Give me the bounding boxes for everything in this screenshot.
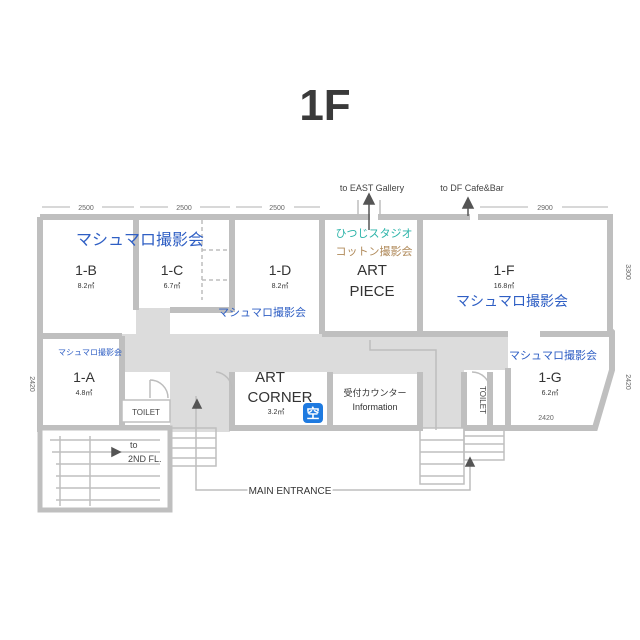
room-1c-area: 6.7㎡ [164, 282, 181, 290]
room-1c-name: 1-C [161, 262, 184, 278]
art-corner-line2: CORNER [247, 389, 312, 406]
room-1b-area: 8.2㎡ [78, 282, 95, 290]
stairs-entrance [169, 427, 217, 467]
dimension-label: 2420 [538, 415, 554, 422]
to-2nd-floor-line1: to [130, 440, 138, 450]
vacant-badge-text: 空 [306, 406, 319, 421]
overlay-label-g: マシュマロ撮影会 [509, 348, 597, 362]
reception-label-jp: 受付カウンター [343, 387, 406, 398]
room-1f-area: 16.8㎡ [494, 282, 515, 290]
room-1a-name: 1-A [73, 369, 95, 385]
to-df-cafe-label: to DF Cafe&Bar [440, 183, 504, 193]
overlay-label-d: マシュマロ撮影会 [218, 305, 306, 319]
overlay-label-b: マシュマロ撮影会 [76, 231, 204, 249]
toilet-left: TOILET [121, 399, 171, 423]
dimension-label: 3300 [624, 264, 631, 280]
dimension-label: 2420 [624, 374, 631, 390]
art-corner-line1: ART [255, 369, 285, 386]
overlay-label-cotton: コットン撮影会 [336, 244, 413, 258]
room-1b-name: 1-B [75, 262, 97, 278]
to-2nd-floor-line2: 2ND FL. [128, 454, 162, 464]
overlay-label-a: マシュマロ撮影会 [58, 347, 122, 357]
room-1a-area: 4.8㎡ [76, 389, 93, 397]
room-1g-area: 6.2㎡ [542, 389, 559, 397]
room-1f-name: 1-F [494, 262, 515, 278]
room-1d-name: 1-D [269, 262, 292, 278]
art-corner-area: 3.2㎡ [268, 408, 285, 416]
direction-arrows [111, 192, 476, 467]
main-entrance-label: MAIN ENTRANCE [249, 486, 332, 497]
reception-label-en: Information [352, 402, 397, 412]
room-1g-name: 1-G [538, 369, 561, 385]
art-piece-line1: ART [357, 262, 387, 279]
dimension-label: 2500 [176, 205, 192, 212]
dimension-label: 2420 [28, 376, 35, 392]
toilet-left-label: TOILET [132, 408, 160, 417]
dimension-label: 2900 [537, 205, 553, 212]
toilet-right-label: TOILET [478, 386, 487, 414]
dimension-label: 2500 [269, 205, 285, 212]
to-east-gallery-label: to EAST Gallery [340, 183, 405, 193]
dimension-label: 2500 [78, 205, 94, 212]
art-piece-line2: PIECE [349, 283, 394, 300]
toilet-right: TOILET [478, 386, 487, 414]
floor-title: 1F [299, 81, 350, 130]
stairs-left [37, 425, 173, 513]
overlay-label-studio: ひつじスタジオ [336, 227, 413, 240]
overlay-label-f: マシュマロ撮影会 [456, 293, 568, 309]
corridor [122, 308, 508, 432]
stairs-right [419, 427, 505, 485]
vacant-badge: 空 [303, 403, 323, 423]
room-1d-area: 8.2㎡ [272, 282, 289, 290]
